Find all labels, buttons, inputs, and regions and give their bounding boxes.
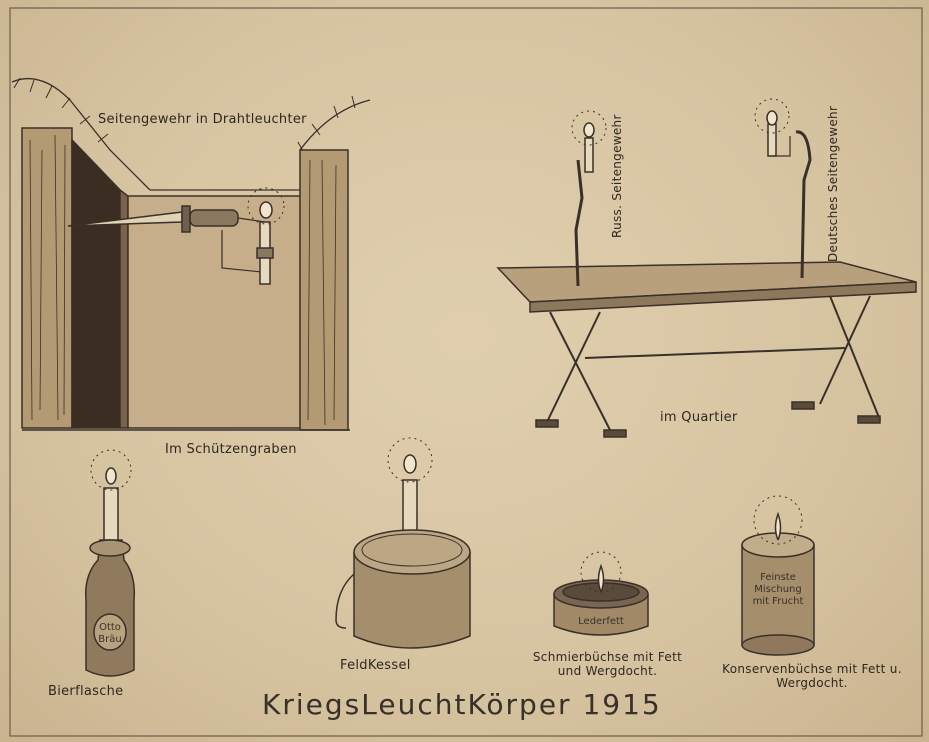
can-drawing <box>741 495 815 656</box>
caption-trench: Im Schützengraben <box>165 442 297 457</box>
caption-kettle: FeldKessel <box>340 658 411 673</box>
grease-tin-drawing <box>553 551 649 636</box>
caption-quarters: im Quartier <box>660 410 738 425</box>
kettle-drawing <box>335 437 471 649</box>
caption-russian-bayonet: Russ. Seitengewehr <box>610 114 624 238</box>
caption-grease-tin: Schmierbüchse mit Fett und Wergdocht. <box>532 650 683 678</box>
bottle-label: Otto Bräu <box>98 622 122 645</box>
caption-german-bayonet: Deutsches Seitengewehr <box>826 105 840 262</box>
grease-tin-label: Lederfett <box>578 616 624 627</box>
caption-bayonet-wire: Seitengewehr in Drahtleuchter <box>98 112 307 127</box>
can-label: Feinste Mischung mit Frucht <box>752 572 804 607</box>
quarters-scene <box>496 98 917 438</box>
sheet-border <box>9 7 923 737</box>
trench-scene <box>11 77 371 431</box>
bottle-drawing <box>85 449 136 677</box>
caption-can: Konservenbüchse mit Fett u. Wergdocht. <box>722 662 902 690</box>
page-title: KriegsLeuchtKörper 1915 <box>262 688 662 721</box>
caption-bottle: Bierflasche <box>48 684 124 699</box>
